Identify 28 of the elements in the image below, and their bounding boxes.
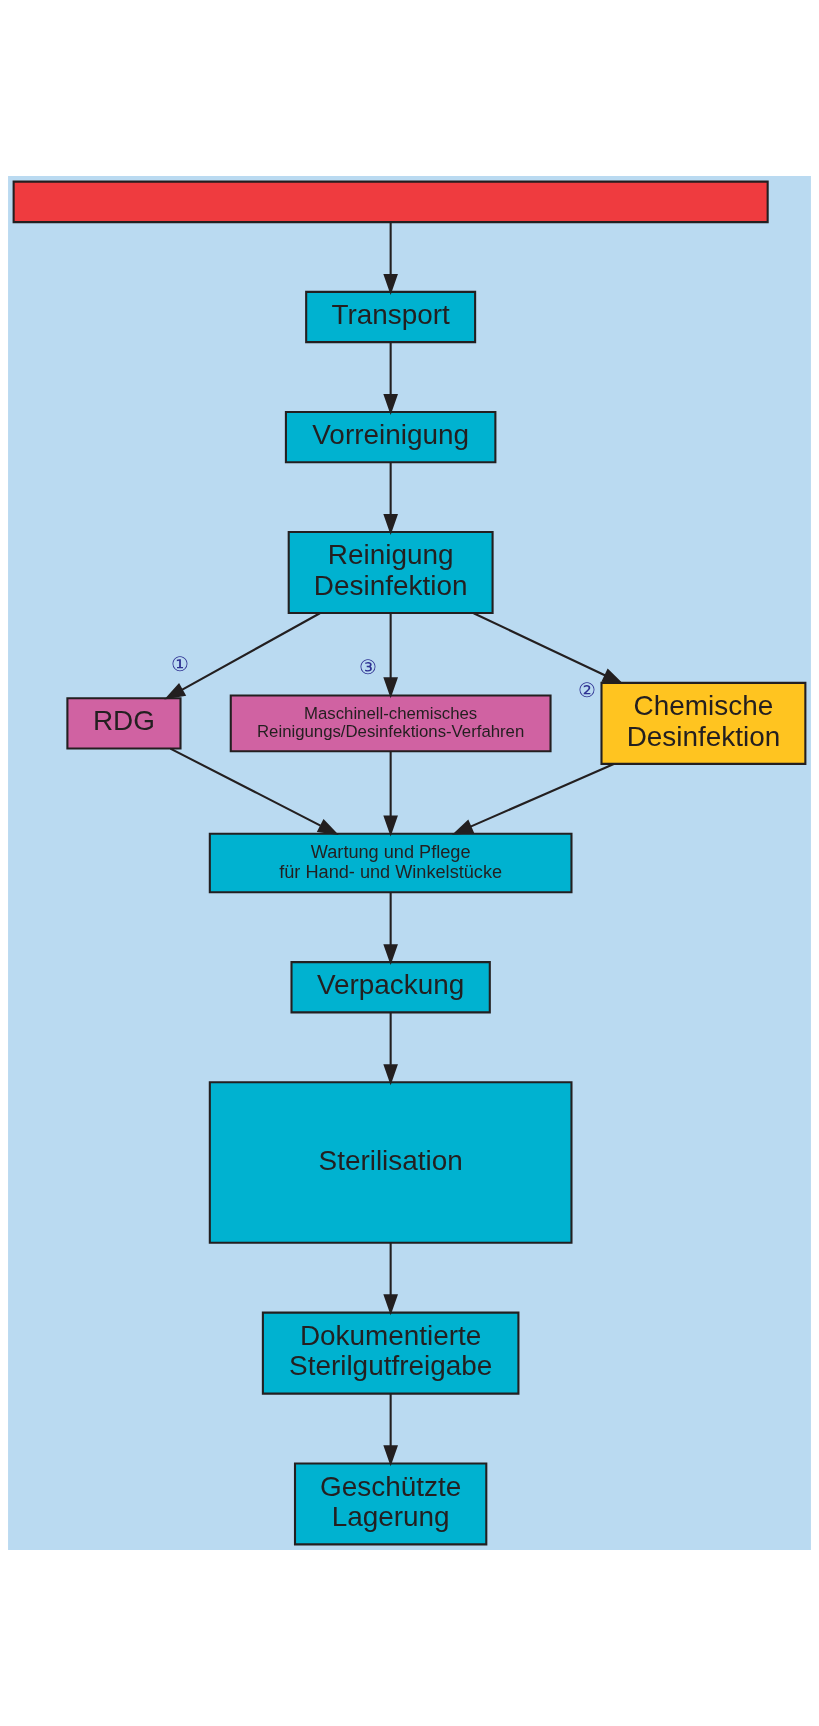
arrow [164,612,321,700]
node-box: Maschinell-chemisches Reinigungs/Desinfektions-Verfahren [229,694,552,753]
node-box: Transport [305,290,477,344]
arrow [452,763,615,835]
arrow [383,613,398,699]
edge-label: ② [577,678,596,701]
edge-label: ③ [359,655,378,678]
arrow [383,222,398,295]
arrow [473,612,624,685]
arrow [383,751,398,837]
arrow [383,462,398,536]
node-box: Chemische Desinfektion [600,681,807,765]
node-box: Reinigung Desinfektion [287,531,494,615]
arrow [383,1012,398,1086]
arrow [383,342,398,415]
node-box: Sterilisation [208,1081,573,1244]
arrow [383,1243,398,1316]
edge-label: ① [170,652,189,675]
arrow [169,747,339,835]
node-box: RDG [66,697,182,750]
arrow [383,1393,398,1467]
node-box: Dokumentierte Sterilgutfreigabe [261,1311,520,1395]
node-box: Geschützte Lagerung [293,1462,488,1546]
node-box: Wartung und Pflege für Hand- und Winkelstücke [208,832,573,894]
node-box [12,180,769,224]
node-box: Vorreinigung [284,410,497,464]
node-box: Verpackung [290,961,491,1014]
arrow [383,892,398,966]
